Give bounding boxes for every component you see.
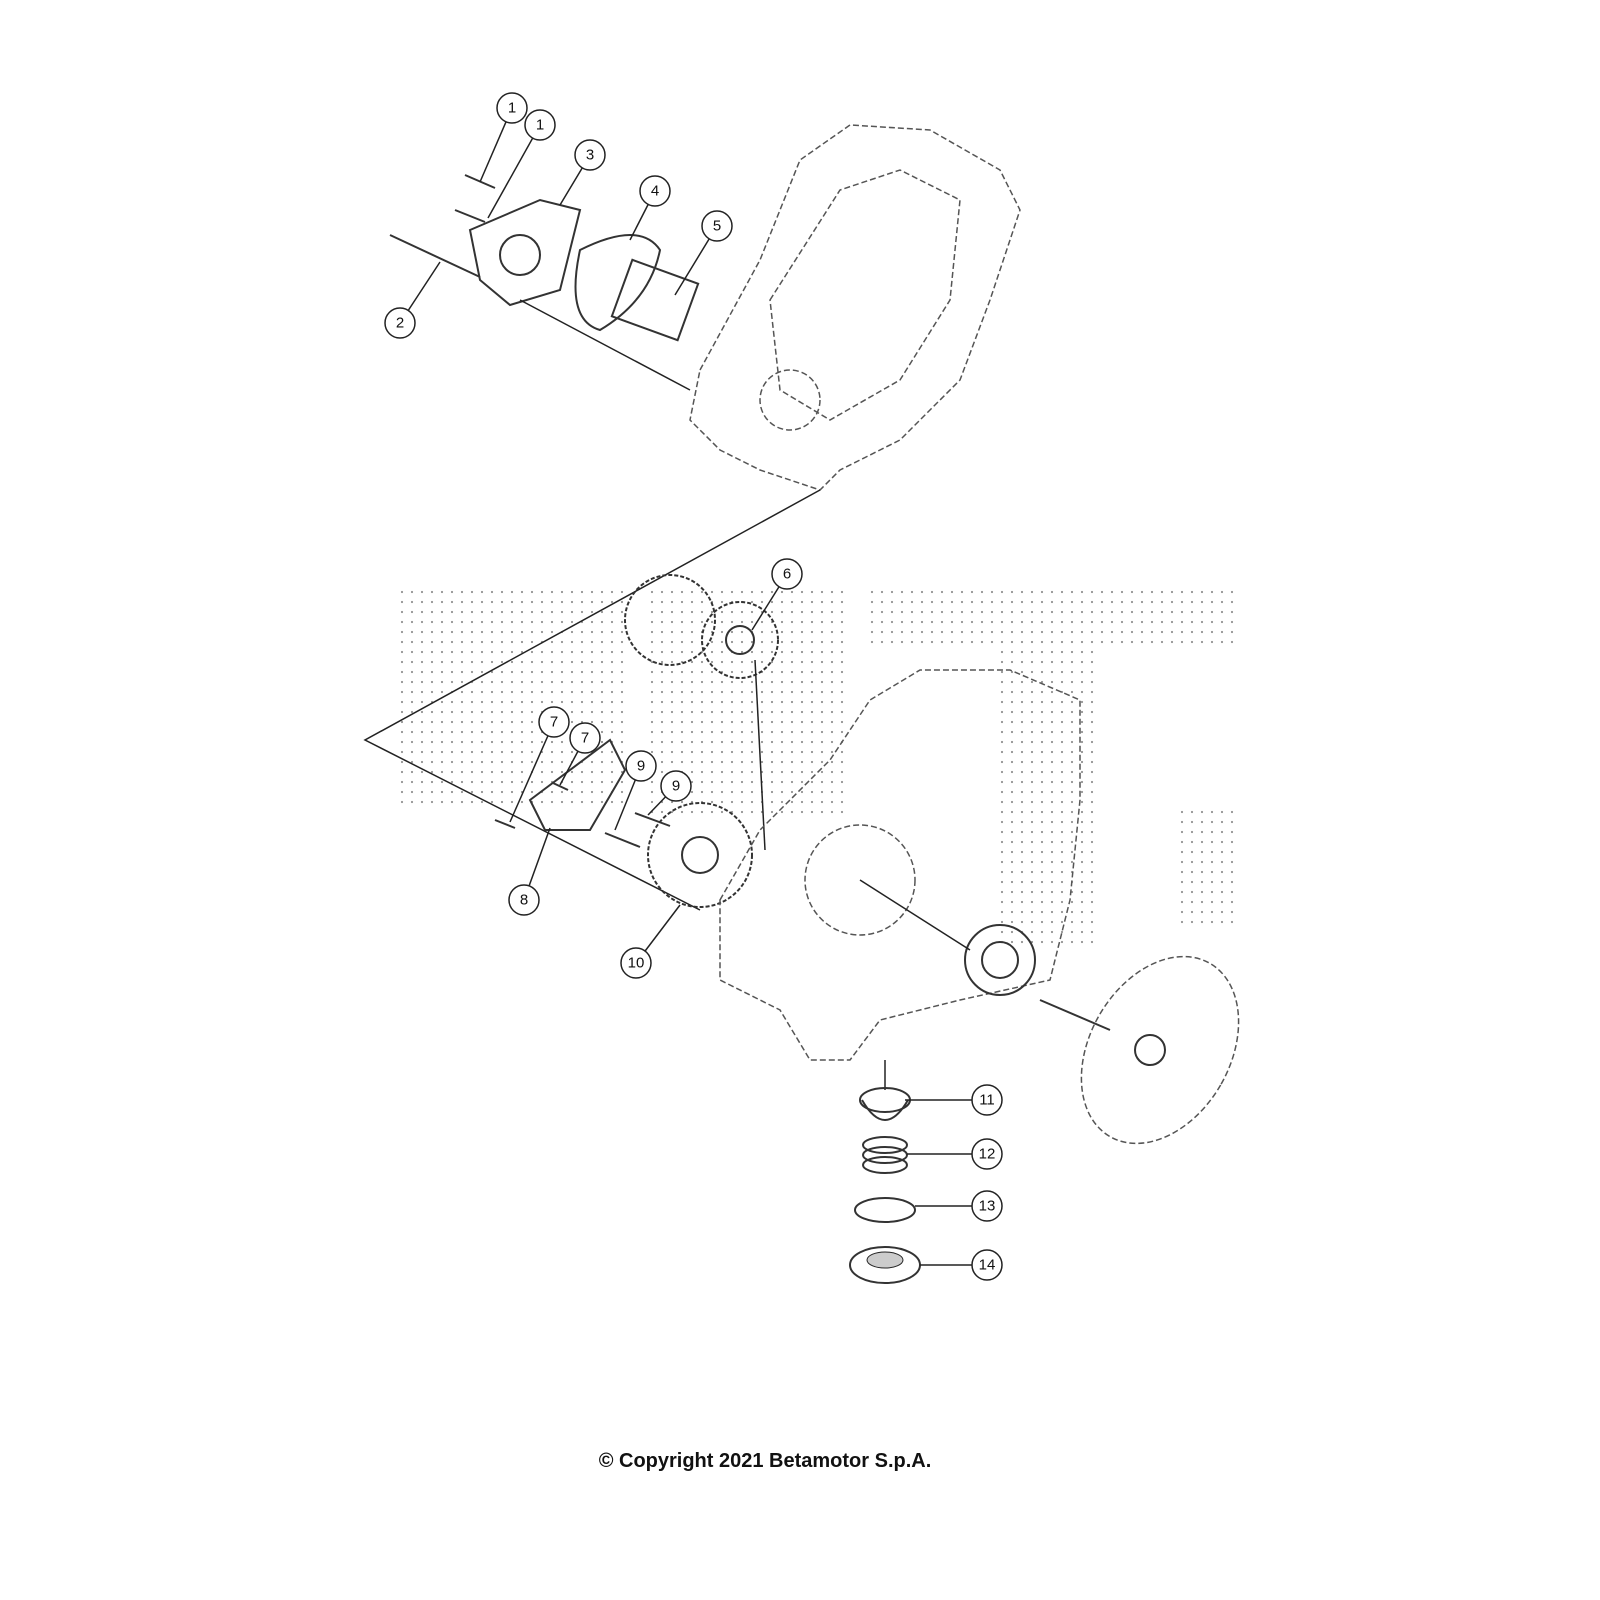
callout-number: 9 <box>637 758 645 775</box>
callout-circle <box>971 1138 1003 1170</box>
callout-13[interactable]: 13 <box>971 1190 1003 1222</box>
callout-circle <box>625 750 657 782</box>
callout-circle <box>569 722 601 754</box>
callout-circle <box>538 706 570 738</box>
callout-circle <box>496 92 528 124</box>
callout-number: 6 <box>783 566 791 583</box>
callout-number: 3 <box>586 147 594 164</box>
callout-number: 7 <box>550 714 558 731</box>
callout-number: 8 <box>520 892 528 909</box>
leader-line <box>487 124 541 219</box>
callout-circle <box>660 770 692 802</box>
callout-circle <box>639 175 671 207</box>
callout-circle <box>701 210 733 242</box>
o-ring <box>574 234 662 332</box>
callout-number: 11 <box>979 1092 995 1109</box>
leader-line <box>509 721 555 823</box>
callout-circle <box>971 1084 1003 1116</box>
callout-3[interactable]: 3 <box>574 139 606 171</box>
callout-circle <box>524 109 556 141</box>
oil-filter <box>610 258 700 342</box>
callout-number: 4 <box>651 183 659 200</box>
callout-circle <box>508 884 540 916</box>
gears <box>624 574 779 908</box>
callout-5[interactable]: 5 <box>701 210 733 242</box>
callout-number: 9 <box>672 778 680 795</box>
callout-number: 5 <box>713 218 721 235</box>
flywheel <box>1039 955 1240 1145</box>
callout-circle <box>574 139 606 171</box>
callout-11[interactable]: 11 <box>971 1084 1003 1116</box>
callout-circle <box>620 947 652 979</box>
callout-12[interactable]: 12 <box>971 1138 1003 1170</box>
drain-parts <box>849 1087 921 1284</box>
callout-9[interactable]: 9 <box>660 770 692 802</box>
callout-number: 14 <box>979 1257 996 1274</box>
callout-14[interactable]: 14 <box>971 1249 1003 1281</box>
crankcase <box>719 669 1081 1061</box>
callout-circle <box>384 307 416 339</box>
callout-1[interactable]: 1 <box>524 109 556 141</box>
oil-filter-cover <box>468 198 582 307</box>
callout-number: 1 <box>508 100 516 117</box>
callout-2[interactable]: 2 <box>384 307 416 339</box>
callout-number: 7 <box>581 730 589 747</box>
callout-1[interactable]: 1 <box>496 92 528 124</box>
watermark-logo <box>400 590 1240 950</box>
callout-number: 10 <box>628 955 645 972</box>
callout-8[interactable]: 8 <box>508 884 540 916</box>
callout-number: 1 <box>536 117 544 134</box>
callout-number: 13 <box>979 1198 996 1215</box>
gasket-plate <box>528 738 627 831</box>
callout-number: 12 <box>979 1146 996 1163</box>
callout-circle <box>771 558 803 590</box>
callout-7[interactable]: 7 <box>538 706 570 738</box>
callout-circle <box>971 1249 1003 1281</box>
callout-10[interactable]: 10 <box>620 947 652 979</box>
clutch-cover <box>689 124 1021 491</box>
copyright-notice: © Copyright 2021 Betamotor S.p.A. <box>598 1450 932 1472</box>
callout-6[interactable]: 6 <box>771 558 803 590</box>
callout-number: 2 <box>396 315 404 332</box>
callout-7[interactable]: 7 <box>569 722 601 754</box>
small-screws <box>494 782 671 848</box>
callout-4[interactable]: 4 <box>639 175 671 207</box>
callout-9[interactable]: 9 <box>625 750 657 782</box>
callout-circle <box>971 1190 1003 1222</box>
